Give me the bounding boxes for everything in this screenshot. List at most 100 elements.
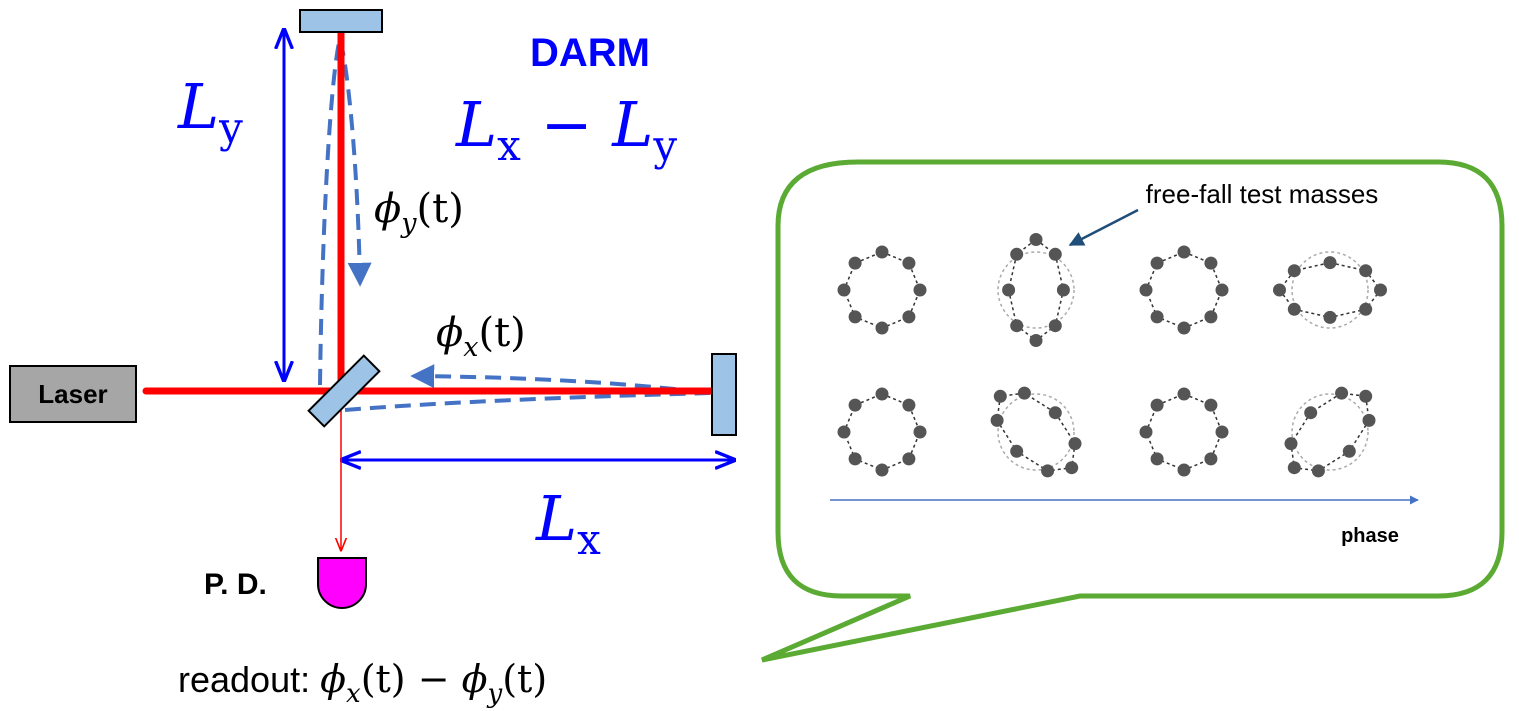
test-mass — [848, 310, 862, 324]
test-mass — [848, 256, 862, 270]
darm-formula-operator: − — [521, 88, 612, 161]
test-mass — [1215, 283, 1229, 297]
darm-formula-ly-sub: y — [652, 121, 677, 170]
test-mass-ring-5 — [837, 387, 927, 477]
test-mass — [1304, 406, 1318, 420]
test-mass — [902, 398, 916, 412]
test-mass — [1204, 256, 1218, 270]
test-mass — [1150, 452, 1164, 466]
test-mass — [1017, 386, 1031, 400]
darm-formula: Lx − Ly — [455, 88, 677, 170]
phi-y-label: ϕy(t) — [374, 186, 464, 239]
test-mass-ring-8 — [1284, 386, 1376, 478]
test-mass — [1177, 245, 1191, 259]
ly-label-sub: y — [218, 103, 243, 152]
darm-label: DARM — [530, 31, 650, 75]
test-mass — [913, 283, 927, 297]
callout-bubble — [761, 159, 1505, 663]
test-mass — [1139, 283, 1153, 297]
lx-label-main: L — [535, 482, 577, 555]
test-mass — [1311, 464, 1325, 478]
readout-phi-x-sub: x — [346, 679, 361, 709]
test-mass — [1139, 425, 1153, 439]
test-mass — [1204, 310, 1218, 324]
test-mass — [1287, 302, 1301, 316]
test-mass — [993, 389, 1007, 403]
test-mass — [848, 452, 862, 466]
lx-label: Lx — [535, 482, 601, 564]
phase-axis-label: phase — [1341, 525, 1399, 547]
test-mass — [1056, 283, 1070, 297]
test-mass — [1359, 389, 1373, 403]
laser-box — [9, 365, 137, 423]
readout-prefix: readout: — [178, 659, 320, 700]
phi-x-label: ϕx(t) — [436, 310, 526, 363]
phi-x-main: ϕ — [436, 310, 463, 356]
test-mass-ring-1 — [837, 245, 927, 335]
readout-phi-y-sub: y — [487, 679, 503, 709]
test-mass — [1204, 452, 1218, 466]
phi-y-arg: (t) — [417, 186, 464, 232]
photodiode-label: P. D. — [204, 568, 267, 601]
test-mass — [848, 398, 862, 412]
y-end-mirror — [299, 9, 383, 33]
test-mass — [1150, 256, 1164, 270]
test-mass — [875, 245, 889, 259]
test-mass — [990, 413, 1004, 427]
test-mass — [875, 463, 889, 477]
readout-label: readout: ϕx(t) − ϕy(t) — [178, 657, 547, 709]
test-mass — [1335, 386, 1349, 400]
test-mass-ring-4 — [1273, 251, 1387, 329]
phi-y-sub: y — [400, 208, 417, 239]
readout-phi-y-arg: (t) — [502, 657, 547, 701]
test-mass — [1177, 321, 1191, 335]
test-mass — [1323, 310, 1337, 324]
phi-x-sub: x — [463, 332, 478, 363]
test-mass — [1359, 264, 1373, 278]
reference-circle — [1291, 251, 1369, 329]
test-mass-ring-2 — [997, 233, 1075, 347]
test-mass — [1010, 319, 1024, 333]
test-masses-annotation: free-fall test masses — [1146, 179, 1379, 209]
ly-label-main: L — [177, 70, 219, 143]
test-mass — [1204, 398, 1218, 412]
readout-phi-y: ϕ — [462, 657, 488, 701]
test-mass — [913, 425, 927, 439]
ly-label: Ly — [177, 70, 243, 152]
test-mass — [1041, 464, 1055, 478]
test-mass — [1273, 283, 1286, 297]
test-mass — [1287, 461, 1301, 475]
darm-formula-lx: L — [455, 88, 497, 161]
test-mass — [1177, 387, 1191, 401]
test-mass-ring-7 — [1139, 387, 1229, 477]
test-mass — [1029, 233, 1043, 246]
test-mass — [1150, 310, 1164, 324]
test-mass — [875, 387, 889, 401]
reference-circle — [1291, 393, 1369, 471]
darm-formula-lx-sub: x — [497, 121, 521, 170]
annotation-arrow — [1068, 208, 1139, 247]
readout-operator: − — [406, 657, 462, 701]
test-mass — [1215, 425, 1229, 439]
test-mass-ring-3 — [1139, 245, 1229, 335]
test-mass — [1177, 463, 1191, 477]
test-mass — [1342, 444, 1356, 458]
test-mass — [1374, 283, 1387, 297]
test-mass-rings — [837, 233, 1387, 478]
test-mass — [837, 425, 851, 439]
test-mass — [902, 452, 916, 466]
test-mass — [1323, 256, 1337, 270]
lx-label-sub: x — [577, 515, 601, 564]
test-mass — [1029, 334, 1043, 347]
test-mass — [1287, 264, 1301, 278]
photodiode — [317, 557, 367, 609]
darm-formula-ly: L — [611, 88, 653, 161]
test-mass — [902, 310, 916, 324]
test-mass — [1002, 283, 1016, 297]
test-mass — [875, 321, 889, 335]
test-mass — [1010, 444, 1024, 458]
test-mass — [1010, 247, 1024, 261]
phi-x-arg: (t) — [479, 310, 526, 356]
test-mass — [1048, 319, 1062, 333]
